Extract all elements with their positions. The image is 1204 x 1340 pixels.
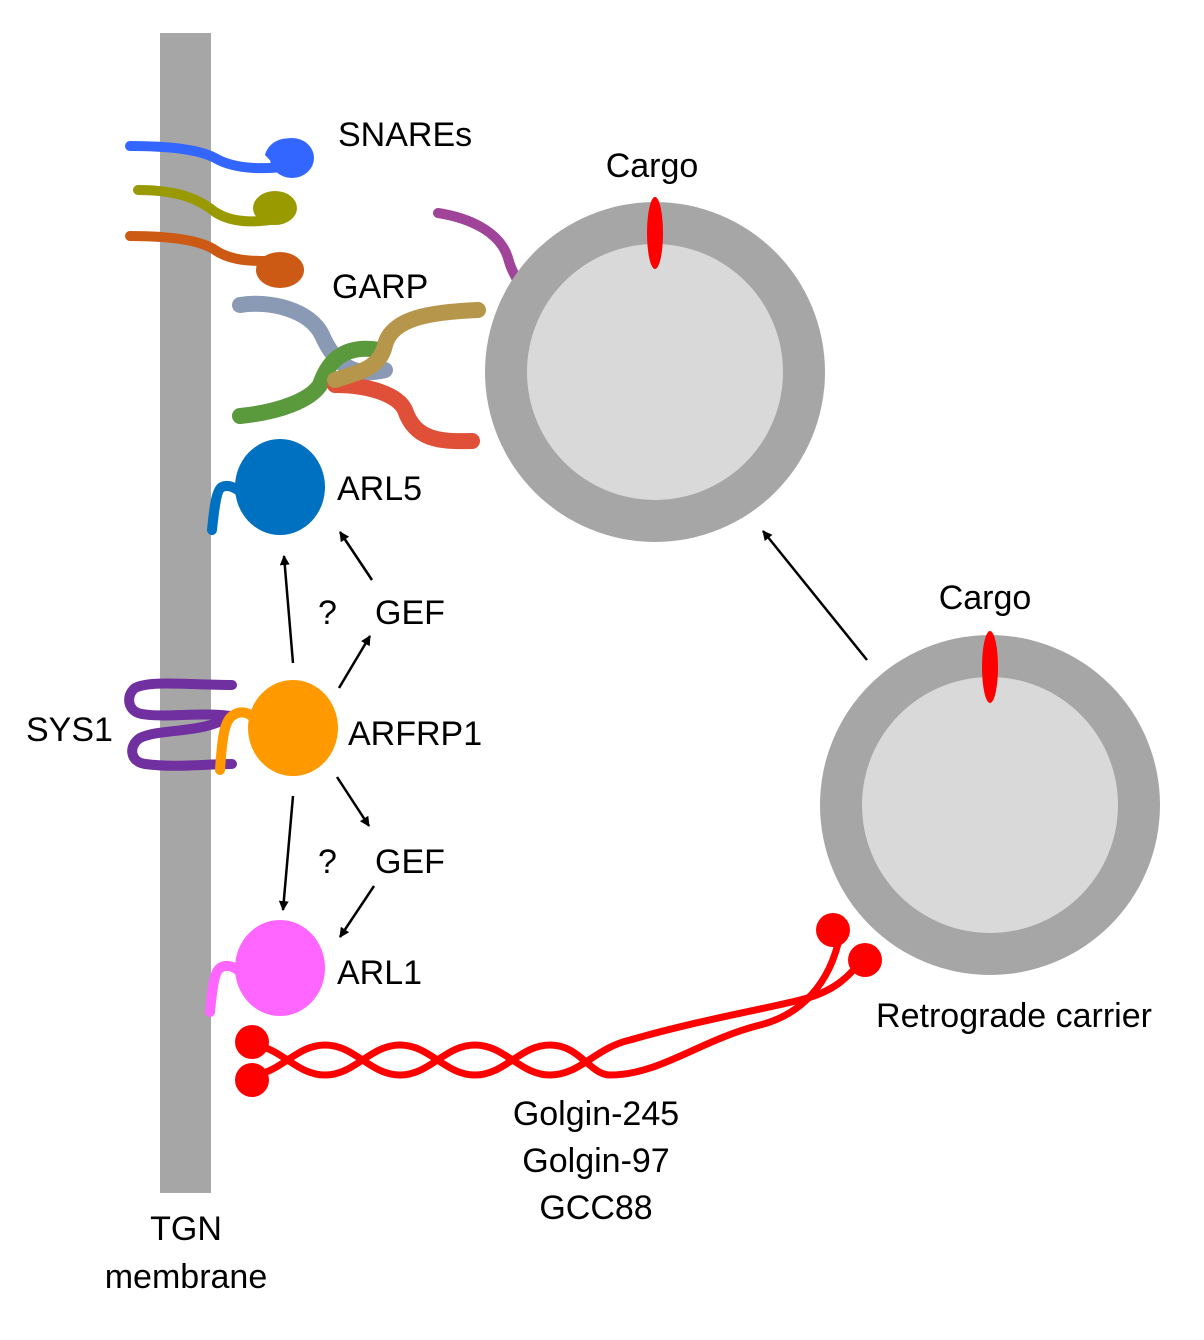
arrow-carrier-to-vesicle xyxy=(762,530,868,661)
garp-label: GARP xyxy=(332,268,428,306)
arl1-label: ARL1 xyxy=(337,954,422,992)
snares-group xyxy=(125,138,314,288)
retrograde-carrier-vesicle xyxy=(820,631,1160,975)
golgin-245-label: Golgin-245 xyxy=(513,1095,679,1133)
sys1-label: SYS1 xyxy=(26,711,113,749)
golgin-97-label: Golgin-97 xyxy=(522,1142,669,1180)
arl5-label: ARL5 xyxy=(337,470,422,508)
gef-top-label: GEF xyxy=(375,594,445,632)
arrow-gef-to-arl5 xyxy=(338,531,374,581)
gcc88-label: GCC88 xyxy=(539,1189,652,1227)
cargo-small xyxy=(982,631,998,703)
arfrp1-protein xyxy=(215,680,338,776)
cargo-large-label: Cargo xyxy=(606,147,699,185)
arfrp1-label: ARFRP1 xyxy=(348,715,482,753)
golgin-heads xyxy=(235,913,882,1097)
gef-bottom-label: GEF xyxy=(375,843,445,881)
question-mark-top: ? xyxy=(318,594,337,632)
arrow-arfrp1-to-arl5 xyxy=(279,555,295,664)
golgin-coiled-coil xyxy=(246,931,866,1079)
tgn-membrane xyxy=(160,33,211,1193)
arrow-gef-to-arl1 xyxy=(338,885,376,938)
garp-complex xyxy=(232,208,573,450)
arl1-protein xyxy=(205,920,325,1017)
snares-label: SNAREs xyxy=(338,116,472,154)
tgn-label-line1: TGN xyxy=(150,1210,222,1248)
cargo-large xyxy=(647,197,663,269)
activation-arrows xyxy=(278,530,868,938)
arl5-protein xyxy=(207,439,325,535)
cargo-small-label: Cargo xyxy=(939,579,1032,617)
arrow-arfrp1-to-arl1 xyxy=(278,795,295,911)
retrograde-carrier-label: Retrograde carrier xyxy=(876,997,1152,1035)
question-mark-bottom: ? xyxy=(318,843,337,881)
tgn-label-line2: membrane xyxy=(105,1258,268,1296)
arrow-arfrp1-to-gef-top xyxy=(337,635,372,689)
large-vesicle xyxy=(485,197,825,542)
arrow-arfrp1-to-gef-bottom xyxy=(335,776,371,827)
